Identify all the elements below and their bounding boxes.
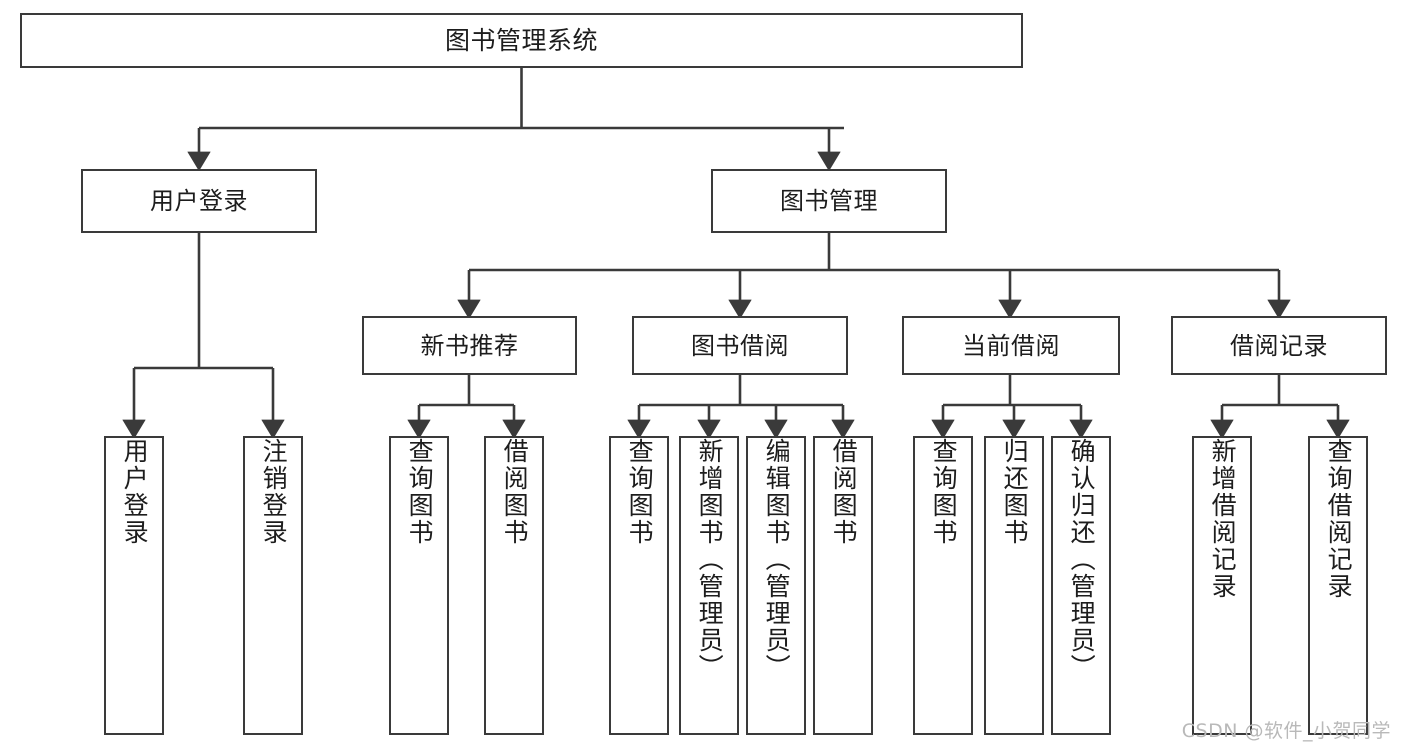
node-leaf-confirm-return-admin[interactable]: 确认归还（管理员）: [1051, 436, 1111, 735]
node-leaf-query-book-3[interactable]: 查询图书: [913, 436, 973, 735]
node-new-book-recommend[interactable]: 新书推荐: [362, 316, 577, 375]
node-leaf-user-logout[interactable]: 注销登录: [243, 436, 303, 735]
node-label: 查询图书: [405, 438, 435, 546]
node-label: 用户登录: [120, 438, 150, 546]
node-current-borrow[interactable]: 当前借阅: [902, 316, 1120, 375]
node-label: 图书管理系统: [444, 25, 598, 55]
node-leaf-add-borrow-record[interactable]: 新增借阅记录: [1192, 436, 1252, 735]
csdn-watermark: CSDN @软件_小贺同学: [1181, 720, 1391, 742]
node-label: 归还图书: [1000, 438, 1030, 546]
node-label: 图书借阅: [691, 331, 789, 360]
node-label: 借阅图书: [829, 438, 859, 546]
node-leaf-edit-book-admin[interactable]: 编辑图书（管理员）: [746, 436, 806, 735]
node-label: 查询图书: [625, 438, 655, 546]
node-leaf-query-book-1[interactable]: 查询图书: [389, 436, 449, 735]
node-leaf-user-login[interactable]: 用户登录: [104, 436, 164, 735]
node-leaf-query-borrow-record[interactable]: 查询借阅记录: [1308, 436, 1368, 735]
node-label: 查询图书: [929, 438, 959, 546]
node-label: 新增借阅记录: [1208, 438, 1238, 600]
node-borrow-record[interactable]: 借阅记录: [1171, 316, 1387, 375]
node-leaf-return-book[interactable]: 归还图书: [984, 436, 1044, 735]
node-label: 图书管理: [780, 187, 878, 215]
node-label: 借阅记录: [1230, 331, 1328, 360]
node-label: 借阅图书: [500, 438, 530, 546]
node-book-borrow[interactable]: 图书借阅: [632, 316, 848, 375]
node-user-login[interactable]: 用户登录: [81, 169, 317, 233]
node-label: 当前借阅: [962, 331, 1060, 360]
node-label: 新书推荐: [420, 331, 519, 360]
node-label: 注销登录: [259, 438, 289, 546]
node-leaf-borrow-book-2[interactable]: 借阅图书: [813, 436, 873, 735]
node-label: 用户登录: [150, 187, 248, 215]
node-book-manage[interactable]: 图书管理: [711, 169, 947, 233]
node-leaf-borrow-book-1[interactable]: 借阅图书: [484, 436, 544, 735]
node-leaf-add-book-admin[interactable]: 新增图书（管理员）: [679, 436, 739, 735]
node-leaf-query-book-2[interactable]: 查询图书: [609, 436, 669, 735]
node-label: 确认归还（管理员）: [1067, 438, 1097, 681]
node-root[interactable]: 图书管理系统: [20, 13, 1023, 68]
node-label: 查询借阅记录: [1324, 438, 1354, 600]
node-label: 编辑图书（管理员）: [762, 438, 792, 681]
node-label: 新增图书（管理员）: [695, 438, 725, 681]
